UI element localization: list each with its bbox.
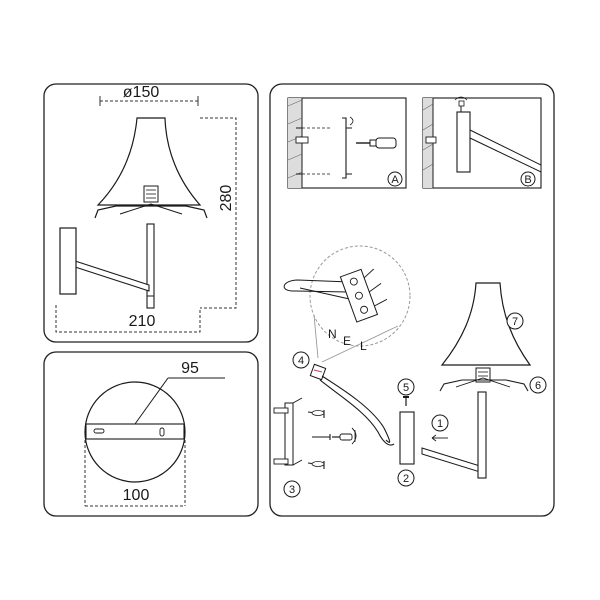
detail-b-label: B bbox=[524, 174, 531, 186]
base-plate-circle bbox=[84, 381, 186, 483]
step-4-label: 4 bbox=[298, 355, 304, 367]
step-7-label: 7 bbox=[512, 316, 518, 328]
wall-base bbox=[59, 227, 77, 295]
wiring-zoom: N E L bbox=[283, 245, 411, 363]
depth-label: 210 bbox=[129, 313, 156, 330]
step-1-label: 1 bbox=[437, 418, 443, 430]
step-2-5-base: 5 2 bbox=[397, 378, 415, 487]
base-plate-panel: 95 100 bbox=[43, 351, 259, 517]
lamp-arm bbox=[71, 259, 150, 292]
detail-b: B bbox=[422, 96, 542, 189]
detail-a: A bbox=[287, 97, 407, 189]
shade-diameter-label: ø150 bbox=[123, 84, 160, 101]
dimensions-panel: ø150 280 210 bbox=[43, 83, 259, 343]
wire-neutral-label: N bbox=[328, 327, 339, 341]
arm-stem bbox=[477, 391, 487, 479]
mounting-bar bbox=[284, 402, 294, 466]
step-1-arm: 1 bbox=[421, 391, 487, 479]
wire-earth-label: E bbox=[343, 334, 353, 348]
wire-live-label: L bbox=[360, 339, 369, 353]
power-cable bbox=[321, 375, 391, 443]
screwdriver-icon bbox=[356, 137, 397, 149]
shade-ring bbox=[94, 205, 208, 219]
step-6-label: 6 bbox=[535, 380, 541, 392]
wall-plug-icon bbox=[273, 407, 289, 465]
wall-base-part bbox=[399, 411, 415, 465]
screwdriver-small-icon bbox=[332, 433, 353, 441]
detail-a-label: A bbox=[391, 174, 399, 186]
base-diameter-label: 100 bbox=[123, 487, 150, 504]
mounting-holes-label: 95 bbox=[181, 360, 199, 377]
screw-icon bbox=[307, 410, 331, 469]
lamp-stem bbox=[146, 223, 155, 309]
step-3-label: 3 bbox=[289, 484, 295, 496]
installation-panel: A B bbox=[269, 83, 555, 517]
height-label: 280 bbox=[218, 185, 235, 212]
shade-part bbox=[440, 282, 532, 366]
step-3-mounting-hardware: 3 bbox=[273, 397, 357, 498]
shade-outline bbox=[96, 117, 202, 206]
step-4-connector: 4 bbox=[292, 351, 395, 446]
step-6-7-shade: 7 6 bbox=[439, 282, 547, 394]
terminal-block bbox=[339, 268, 388, 323]
step-5-label: 5 bbox=[403, 382, 409, 394]
step-2-label: 2 bbox=[403, 473, 409, 485]
shade-ring-part bbox=[439, 379, 529, 392]
